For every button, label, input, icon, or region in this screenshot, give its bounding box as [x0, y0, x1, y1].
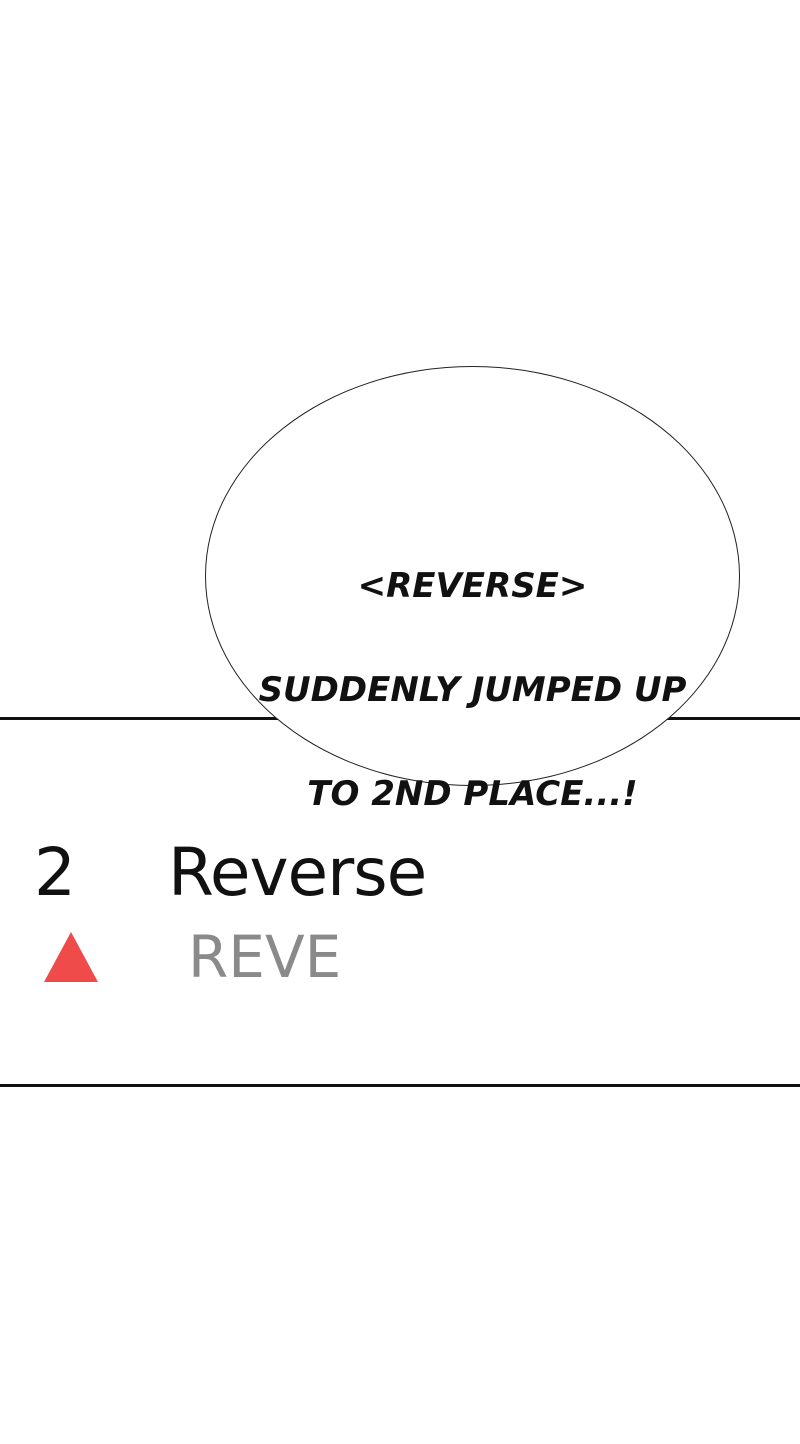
speech-bubble-text: <REVERSE> SUDDENLY JUMPED UP TO 2ND PLAC…: [205, 508, 740, 872]
speech-bubble-line-1: <REVERSE>: [357, 566, 588, 606]
rank-number: 2: [34, 834, 76, 911]
up-triangle-icon: [44, 932, 98, 982]
ranking-panel: [0, 717, 800, 1087]
speech-bubble-line-2: SUDDENLY JUMPED UP: [258, 670, 687, 710]
speech-bubble-line-3: TO 2ND PLACE...!: [307, 774, 638, 814]
ranking-title: Reverse: [168, 834, 427, 911]
speech-bubble: [205, 366, 740, 786]
ranking-subtitle: REVE: [188, 923, 342, 991]
